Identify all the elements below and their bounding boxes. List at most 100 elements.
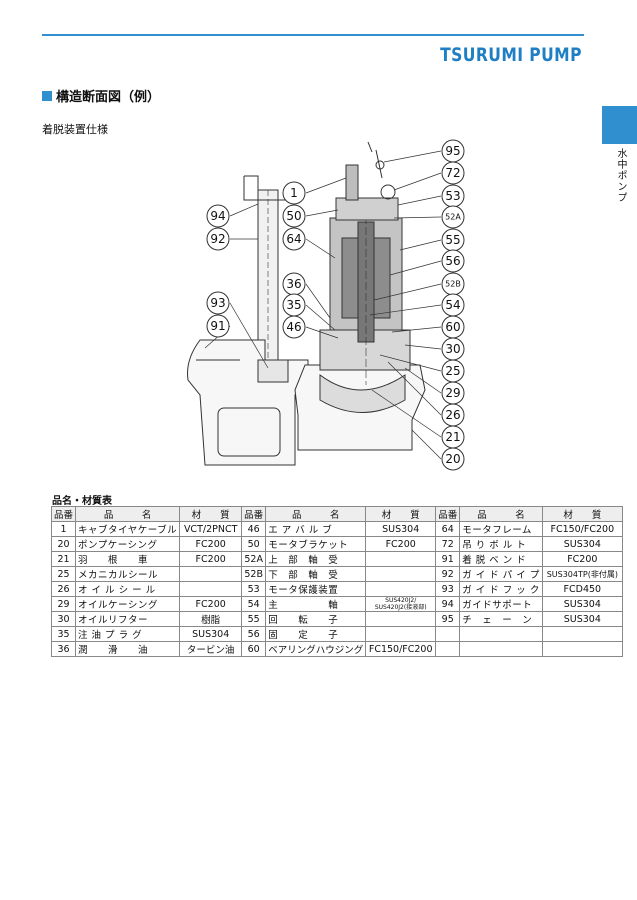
motor-bracket [335,197,399,221]
subtitle: 着脱装置仕様 [42,123,108,136]
header-no: 品番 [435,506,461,522]
svg-text:36: 36 [286,277,301,291]
callout-72: 72 [441,161,465,185]
callout-92: 92 [206,227,230,251]
callout-25: 25 [441,359,465,383]
header-material: 材 質 [179,506,243,522]
svg-text:1: 1 [290,186,298,200]
callout-60: 60 [441,315,465,339]
part-name: メカニカルシール [75,566,181,582]
part-name: モータ保護装置 [265,581,367,597]
part-name: キャブタイヤケーブル [75,521,181,537]
part-name: ベアリングハウジング [265,641,367,657]
part-no: 20 [50,536,77,552]
svg-text:94: 94 [210,209,225,223]
lifting-bolt [380,184,396,200]
side-tab-marker [602,106,637,144]
parts-table-title: 品名・材質表 [52,496,112,507]
callout-36: 36 [282,272,306,296]
callout-64: 64 [282,227,306,251]
header-no: 品番 [241,506,267,522]
table-header-row: 品番 品 名 材 質 品番 品 名 材 質 品番 品 名 材 質 [50,506,623,522]
part-name: 潤 滑 油 [75,641,181,657]
part-name: オ イ ル シ ー ル [75,581,181,597]
callout-35: 35 [282,293,306,317]
header-material: 材 質 [365,506,437,522]
part-name: 羽 根 車 [75,551,181,567]
part-name: エ ア バ ル ブ [265,521,367,537]
svg-text:52B: 52B [445,280,461,289]
svg-text:35: 35 [286,298,301,312]
part-material [365,626,437,642]
square-bullet-icon [42,90,52,101]
svg-text:92: 92 [210,232,225,246]
part-no: 52A [241,551,267,567]
part-no: 72 [435,536,461,552]
header-name: 品 名 [75,506,181,522]
parts-material-table: 品番 品 名 材 質 品番 品 名 材 質 品番 品 名 材 質 1 キャブタイ… [50,506,623,657]
part-name: 吊 り ボ ル ト [459,536,543,552]
guide-hook [257,359,289,383]
header-material: 材 質 [541,506,623,522]
part-material [365,611,437,627]
part-name: ガ イ ド フ ッ ク [459,581,543,597]
callout-95: 95 [441,139,465,163]
part-material: SUS304 [541,611,623,627]
part-material [179,581,243,597]
svg-text:20: 20 [445,452,460,466]
part-name: チ ェ ー ン [459,611,543,627]
svg-text:72: 72 [445,166,460,180]
svg-text:46: 46 [286,320,301,334]
svg-text:54: 54 [445,298,460,312]
part-no: 91 [435,551,461,567]
part-material: SUS304 [365,521,437,537]
table-row: 35 注 油 プ ラ グ SUS304 56 固 定 子 [50,626,623,642]
table-row: 30 オイルリフター 樹脂 55 回 転 子 95 チ ェ ー ン SUS304 [50,611,623,627]
part-material: VCT/2PNCT [179,521,243,537]
part-name: オイルリフター [75,611,181,627]
section-title-text: 構造断面図（例） [56,90,161,105]
part-no: 53 [241,581,267,597]
table-row: 36 潤 滑 油 タービン油 60 ベアリングハウジング FC150/FC200 [50,641,623,657]
part-material: FC200 [541,551,623,567]
side-tab-label: 水中ポンプ [615,148,626,203]
callout-55: 55 [441,228,465,252]
svg-text:26: 26 [445,408,460,422]
part-material [541,626,623,642]
part-no: 54 [241,596,267,612]
part-name: オイルケーシング [75,596,181,612]
part-name: 下 部 軸 受 [265,566,367,582]
part-name: 上 部 軸 受 [265,551,367,567]
part-no: 29 [50,596,77,612]
part-name [459,626,543,642]
part-no: 36 [50,641,77,657]
svg-text:55: 55 [445,233,460,247]
part-name: 固 定 子 [265,626,367,642]
part-name: 着 脱 ベ ン ド [459,551,543,567]
section-title: 構造断面図（例） [42,86,160,105]
callout-46: 46 [282,315,306,339]
part-name: 注 油 プ ラ グ [75,626,181,642]
part-name [459,641,543,657]
table-row: 26 オ イ ル シ ー ル 53 モータ保護装置 93 ガ イ ド フ ッ ク… [50,581,623,597]
table-row: 1 キャブタイヤケーブル VCT/2PNCT 46 エ ア バ ル ブ SUS3… [50,521,623,537]
part-material: FC150/FC200 [365,641,437,657]
svg-text:21: 21 [445,430,460,444]
part-no: 52B [241,566,267,582]
callout-93: 93 [206,291,230,315]
svg-text:52A: 52A [445,213,461,222]
svg-text:53: 53 [445,189,460,203]
part-name: モータブラケット [265,536,367,552]
part-no: 30 [50,611,77,627]
part-material: 樹脂 [179,611,243,627]
part-no [435,641,461,657]
part-no: 1 [50,521,77,537]
part-material: FC150/FC200 [541,521,623,537]
callout-56: 56 [441,249,465,273]
impeller [319,374,406,413]
callout-91: 91 [206,314,230,338]
callout-94: 94 [206,204,230,228]
part-material: SUS304 [541,596,623,612]
part-material: タービン油 [179,641,243,657]
callout-1: 1 [282,181,306,205]
